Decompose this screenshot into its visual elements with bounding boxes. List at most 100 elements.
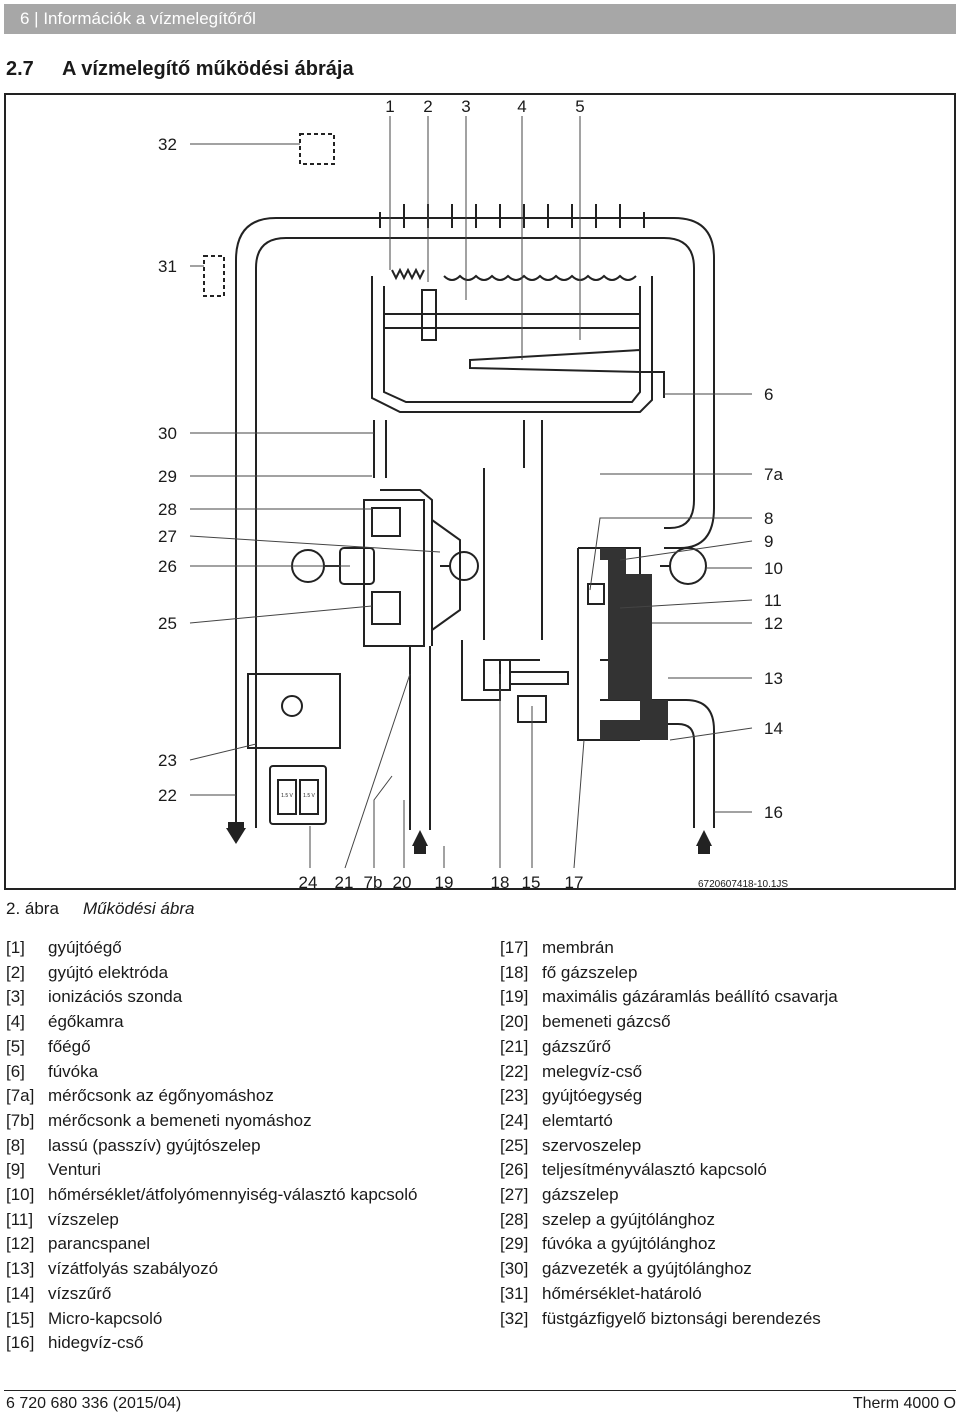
legend-item: [4]égőkamra — [6, 1010, 417, 1035]
callout-22: 22 — [158, 786, 177, 805]
legend-key: [9] — [6, 1160, 25, 1180]
legend-text: fő gázszelep — [542, 962, 638, 982]
legend-text: füstgázfigyelő biztonsági berendezés — [542, 1308, 821, 1328]
legend-item: [20] bemeneti gázcső — [500, 1010, 838, 1035]
legend-item: [6]fúvóka — [6, 1060, 417, 1085]
legend-text: fúvóka — [48, 1061, 99, 1081]
callout-7a: 7a — [764, 465, 783, 484]
legend-key: [4] — [6, 1012, 25, 1032]
legend-item: [7b]mérőcsonk a bemeneti nyomáshoz — [6, 1109, 417, 1134]
legend-key: [30] — [500, 1259, 529, 1279]
legend-text: mérőcsonk az égőnyomáshoz — [48, 1086, 274, 1106]
legend-text: vízszűrő — [48, 1283, 112, 1303]
callout-4: 4 — [517, 97, 526, 116]
callout-26: 26 — [158, 557, 177, 576]
legend-text: vízátfolyás szabályozó — [48, 1259, 219, 1279]
callout-18: 18 — [491, 873, 510, 892]
callout-24: 24 — [299, 873, 318, 892]
callout-9: 9 — [764, 532, 773, 551]
legend-left: [1]gyújtóégő[2]gyújtó elektróda[3]ionizá… — [6, 936, 417, 1356]
legend-text: Micro-kapcsoló — [48, 1308, 163, 1328]
legend-text: fúvóka a gyújtólánghoz — [542, 1234, 716, 1254]
legend-key: [5] — [6, 1036, 25, 1056]
callout-8: 8 — [764, 509, 773, 528]
legend-text: Venturi — [48, 1160, 101, 1180]
legend-key: [20] — [500, 1012, 529, 1032]
callout-20: 20 — [393, 873, 412, 892]
callout-29: 29 — [158, 467, 177, 486]
legend-key: [12] — [6, 1234, 35, 1254]
legend-text: ionizációs szonda — [48, 987, 183, 1007]
legend-key: [29] — [500, 1234, 529, 1254]
legend-item: [3] ionizációs szonda — [6, 985, 417, 1010]
callout-32: 32 — [158, 135, 177, 154]
callout-11: 11 — [764, 591, 782, 610]
figure-code: 6720607418-10.1JS — [698, 879, 788, 890]
caption-title: Működési ábra — [82, 899, 195, 918]
legend-text: maximális gázáramlás beállító csavarja — [542, 987, 838, 1007]
callout-25: 25 — [158, 614, 177, 633]
legend-item: [32]füstgázfigyelő biztonsági berendezés — [500, 1307, 838, 1332]
legend-key: [23] — [500, 1086, 529, 1106]
legend-item: [1] gyújtóégő — [6, 936, 417, 961]
callout-17: 17 — [565, 873, 584, 892]
legend-text: főégő — [48, 1036, 91, 1056]
callout-12: 12 — [764, 614, 783, 633]
diagram-frame — [4, 93, 956, 890]
legend-key: [15] — [6, 1308, 35, 1328]
legend-text: szelep a gyújtólánghoz — [542, 1209, 715, 1229]
legend-key: [31] — [500, 1283, 529, 1303]
callout-14: 14 — [764, 719, 783, 738]
legend-text: melegvíz-cső — [542, 1061, 643, 1081]
callout-10: 10 — [764, 559, 783, 578]
legend-text: vízszelep — [48, 1209, 119, 1229]
legend-key: [13] — [6, 1259, 35, 1279]
legend-key: [3] — [6, 987, 25, 1007]
callout-1: 1 — [385, 97, 394, 116]
legend-text: parancspanel — [48, 1234, 151, 1254]
legend-text: bemeneti gázcső — [542, 1012, 671, 1032]
legend-text: lassú (passzív) gyújtószelep — [48, 1135, 261, 1155]
callout-13: 13 — [764, 669, 783, 688]
legend-item: [27] gázszelep — [500, 1183, 838, 1208]
legend-key: [26] — [500, 1160, 529, 1180]
footer-product-name: Therm 4000 O — [852, 1395, 956, 1412]
legend-item: [10]hőmérséklet/átfolyómennyiség-választ… — [6, 1183, 417, 1208]
legend-item: [5] főégő — [6, 1035, 417, 1060]
legend-item: [16]hidegvíz-cső — [6, 1331, 417, 1356]
legend-item: [15] Micro-kapcsoló — [6, 1307, 417, 1332]
legend-item: [28] szelep a gyújtólánghoz — [500, 1208, 838, 1233]
battery-label-1: 1.5 V — [281, 793, 293, 799]
figure-caption: 2. ábra Működési ábra — [6, 899, 194, 919]
legend-key: [27] — [500, 1185, 529, 1205]
legend-text: mérőcsonk a bemeneti nyomáshoz — [48, 1110, 312, 1130]
callout-5: 5 — [575, 97, 584, 116]
legend-key: [28] — [500, 1209, 529, 1229]
legend-key: [8] — [6, 1135, 25, 1155]
legend-item: [31] hőmérséklet-határoló — [500, 1282, 838, 1307]
callout-31: 31 — [158, 257, 177, 276]
legend-key: [1] — [6, 938, 25, 957]
section-number: 2.7 — [6, 58, 34, 80]
legend-item: [8] lassú (passzív) gyújtószelep — [6, 1134, 417, 1159]
callout-28: 28 — [158, 500, 177, 519]
legend-item: [30]gázvezeték a gyújtólánghoz — [500, 1257, 838, 1282]
callout-15: 15 — [522, 873, 541, 892]
legend-right: [17]membrán[18]fő gázszelep[19]maximális… — [500, 936, 838, 1331]
caption-label: 2. ábra — [6, 899, 59, 918]
legend-key: [17] — [500, 938, 529, 957]
legend-item: [23]gyújtóegység — [500, 1084, 838, 1109]
legend-key: [19] — [500, 987, 529, 1007]
legend-item: [22]melegvíz-cső — [500, 1060, 838, 1085]
legend-item: [13] vízátfolyás szabályozó — [6, 1257, 417, 1282]
legend-key: [11] — [6, 1209, 34, 1229]
legend-key: [18] — [500, 962, 529, 982]
legend-text: hőmérséklet/átfolyómennyiség-választó ka… — [48, 1185, 418, 1205]
legend-text: gázszelep — [542, 1185, 619, 1205]
footer-doc-number: 6 720 680 336 (2015/04) — [6, 1395, 182, 1412]
callout-6: 6 — [764, 385, 773, 404]
legend-key: [2] — [6, 962, 25, 982]
footer-divider — [4, 1390, 956, 1391]
legend-text: hőmérséklet-határoló — [542, 1283, 702, 1303]
legend-text: gyújtóégő — [48, 938, 122, 957]
